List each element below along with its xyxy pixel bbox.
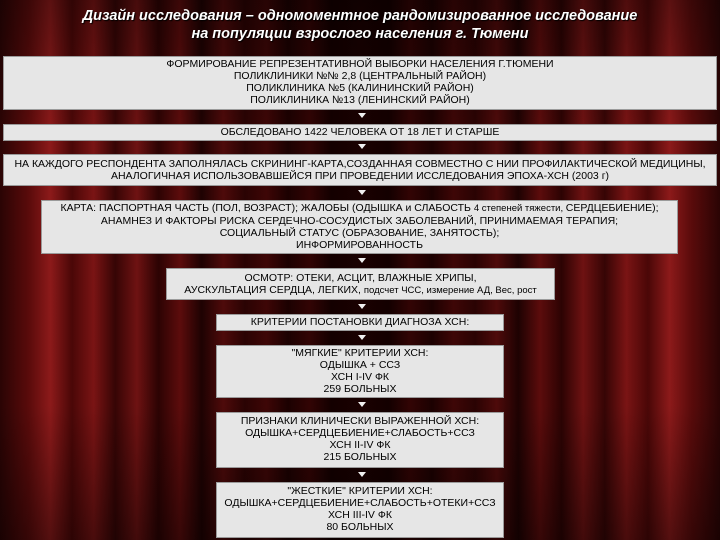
soft-line: 259 БОЛЬНЫХ (323, 383, 397, 395)
sample-line: ПОЛИКЛИНИКА №13 (ЛЕНИНСКИЙ РАЙОН) (250, 94, 470, 106)
exam-line-2-part: подсчет ЧСС, измерение АД, Вес, рост (363, 285, 537, 296)
sample-formation-box: ФОРМИРОВАНИЕ РЕПРЕЗЕНТАТИВНОЙ ВЫБОРКИ НА… (3, 56, 717, 110)
sample-line: ПОЛИКЛИНИКА №5 (КАЛИНИНСКИЙ РАЙОН) (246, 82, 474, 94)
flow-arrow (358, 335, 366, 340)
soft-line: ХСН I-IV ФК (330, 371, 390, 383)
clinical-line: 215 БОЛЬНЫХ (323, 451, 397, 463)
exam-line-2-part: АУСКУЛЬТАЦИЯ СЕРДЦА, ЛЕГКИХ, (184, 284, 364, 296)
card-line-3: СОЦИАЛЬНЫЙ СТАТУС (ОБРАЗОВАНИЕ, ЗАНЯТОСТ… (219, 227, 500, 239)
clinical-line: ПРИЗНАКИ КЛИНИЧЕСКИ ВЫРАЖЕННОЙ ХСН: (240, 415, 480, 427)
flow-arrow (358, 113, 366, 118)
strict-line: ОДЫШКА+СЕРДЦЕБИЕНИЕ+СЛАБОСТЬ+ОТЕКИ+ССЗ (224, 497, 496, 509)
criteria-line: КРИТЕРИИ ПОСТАНОВКИ ДИАГНОЗА ХСН: (250, 316, 470, 328)
soft-line: "МЯГКИЕ" КРИТЕРИИ ХСН: (291, 347, 429, 359)
sample-line: ПОЛИКЛИНИКИ №№ 2,8 (ЦЕНТРАЛЬНЫЙ РАЙОН) (233, 70, 487, 82)
strict-line: "ЖЕСТКИЕ" КРИТЕРИИ ХСН: (287, 485, 433, 497)
flow-arrow (358, 258, 366, 263)
flow-arrow (358, 144, 366, 149)
card-line-4: ИНФОРМИРОВАННОСТЬ (296, 239, 423, 251)
card-line-1-part: СЕРДЦЕБИЕНИЕ); (565, 202, 659, 214)
card-line-1: КАРТА: ПАСПОРТНАЯ ЧАСТЬ (ПОЛ, ВОЗРАСТ); … (45, 202, 674, 215)
clinical-line: ОДЫШКА+СЕРДЦЕБИЕНИЕ+СЛАБОСТЬ+ССЗ (245, 427, 475, 439)
title-line-2: на популяции взрослого населения г. Тюме… (191, 26, 529, 42)
flow-arrow (358, 402, 366, 407)
strict-criteria-box: "ЖЕСТКИЕ" КРИТЕРИИ ХСН: ОДЫШКА+СЕРДЦЕБИЕ… (216, 482, 504, 538)
clinical-line: ХСН II-IV ФК (329, 439, 391, 451)
examined-line: ОБСЛЕДОВАНО 1422 ЧЕЛОВЕКА ОТ 18 ЛЕТ И СТ… (220, 126, 500, 138)
soft-criteria-box: "МЯГКИЕ" КРИТЕРИИ ХСН: ОДЫШКА + ССЗ ХСН … (216, 345, 504, 398)
flow-arrow (358, 190, 366, 195)
screening-line: НА КАЖДОГО РЕСПОНДЕНТА ЗАПОЛНЯЛАСЬ СКРИН… (14, 158, 706, 170)
sample-line: ФОРМИРОВАНИЕ РЕПРЕЗЕНТАТИВНОЙ ВЫБОРКИ НА… (166, 58, 554, 70)
slide-title: Дизайн исследования – одномоментное ранд… (10, 7, 710, 43)
flow-arrow (358, 472, 366, 477)
screening-line: АНАЛОГИЧНАЯ ИСПОЛЬЗОВАВШЕЙСЯ ПРИ ПРОВЕДЕ… (110, 170, 610, 182)
title-line-1: Дизайн исследования – одномоментное ранд… (82, 8, 638, 24)
exam-line-2: АУСКУЛЬТАЦИЯ СЕРДЦА, ЛЕГКИХ, подсчет ЧСС… (170, 284, 551, 297)
soft-line: ОДЫШКА + ССЗ (319, 359, 401, 371)
strict-line: 80 БОЛЬНЫХ (326, 521, 394, 533)
examination-box: ОСМОТР: ОТЕКИ, АСЦИТ, ВЛАЖНЫЕ ХРИПЫ, АУС… (166, 268, 555, 300)
exam-line-1: ОСМОТР: ОТЕКИ, АСЦИТ, ВЛАЖНЫЕ ХРИПЫ, (244, 272, 477, 284)
card-line-1-part: 4 степеней тяжести, (473, 203, 566, 214)
screening-box: НА КАЖДОГО РЕСПОНДЕНТА ЗАПОЛНЯЛАСЬ СКРИН… (3, 154, 717, 186)
card-line-2: АНАМНЕЗ И ФАКТОРЫ РИСКА СЕРДЕЧНО-СОСУДИС… (100, 215, 619, 227)
flow-arrow (358, 304, 366, 309)
card-contents-box: КАРТА: ПАСПОРТНАЯ ЧАСТЬ (ПОЛ, ВОЗРАСТ); … (41, 200, 678, 254)
strict-line: ХСН III-IV ФК (328, 509, 392, 521)
clinical-criteria-box: ПРИЗНАКИ КЛИНИЧЕСКИ ВЫРАЖЕННОЙ ХСН: ОДЫШ… (216, 412, 504, 468)
card-line-1-part: КАРТА: ПАСПОРТНАЯ ЧАСТЬ (ПОЛ, ВОЗРАСТ); … (60, 202, 474, 214)
examined-box: ОБСЛЕДОВАНО 1422 ЧЕЛОВЕКА ОТ 18 ЛЕТ И СТ… (3, 124, 717, 141)
diagnosis-criteria-box: КРИТЕРИИ ПОСТАНОВКИ ДИАГНОЗА ХСН: (216, 314, 504, 331)
